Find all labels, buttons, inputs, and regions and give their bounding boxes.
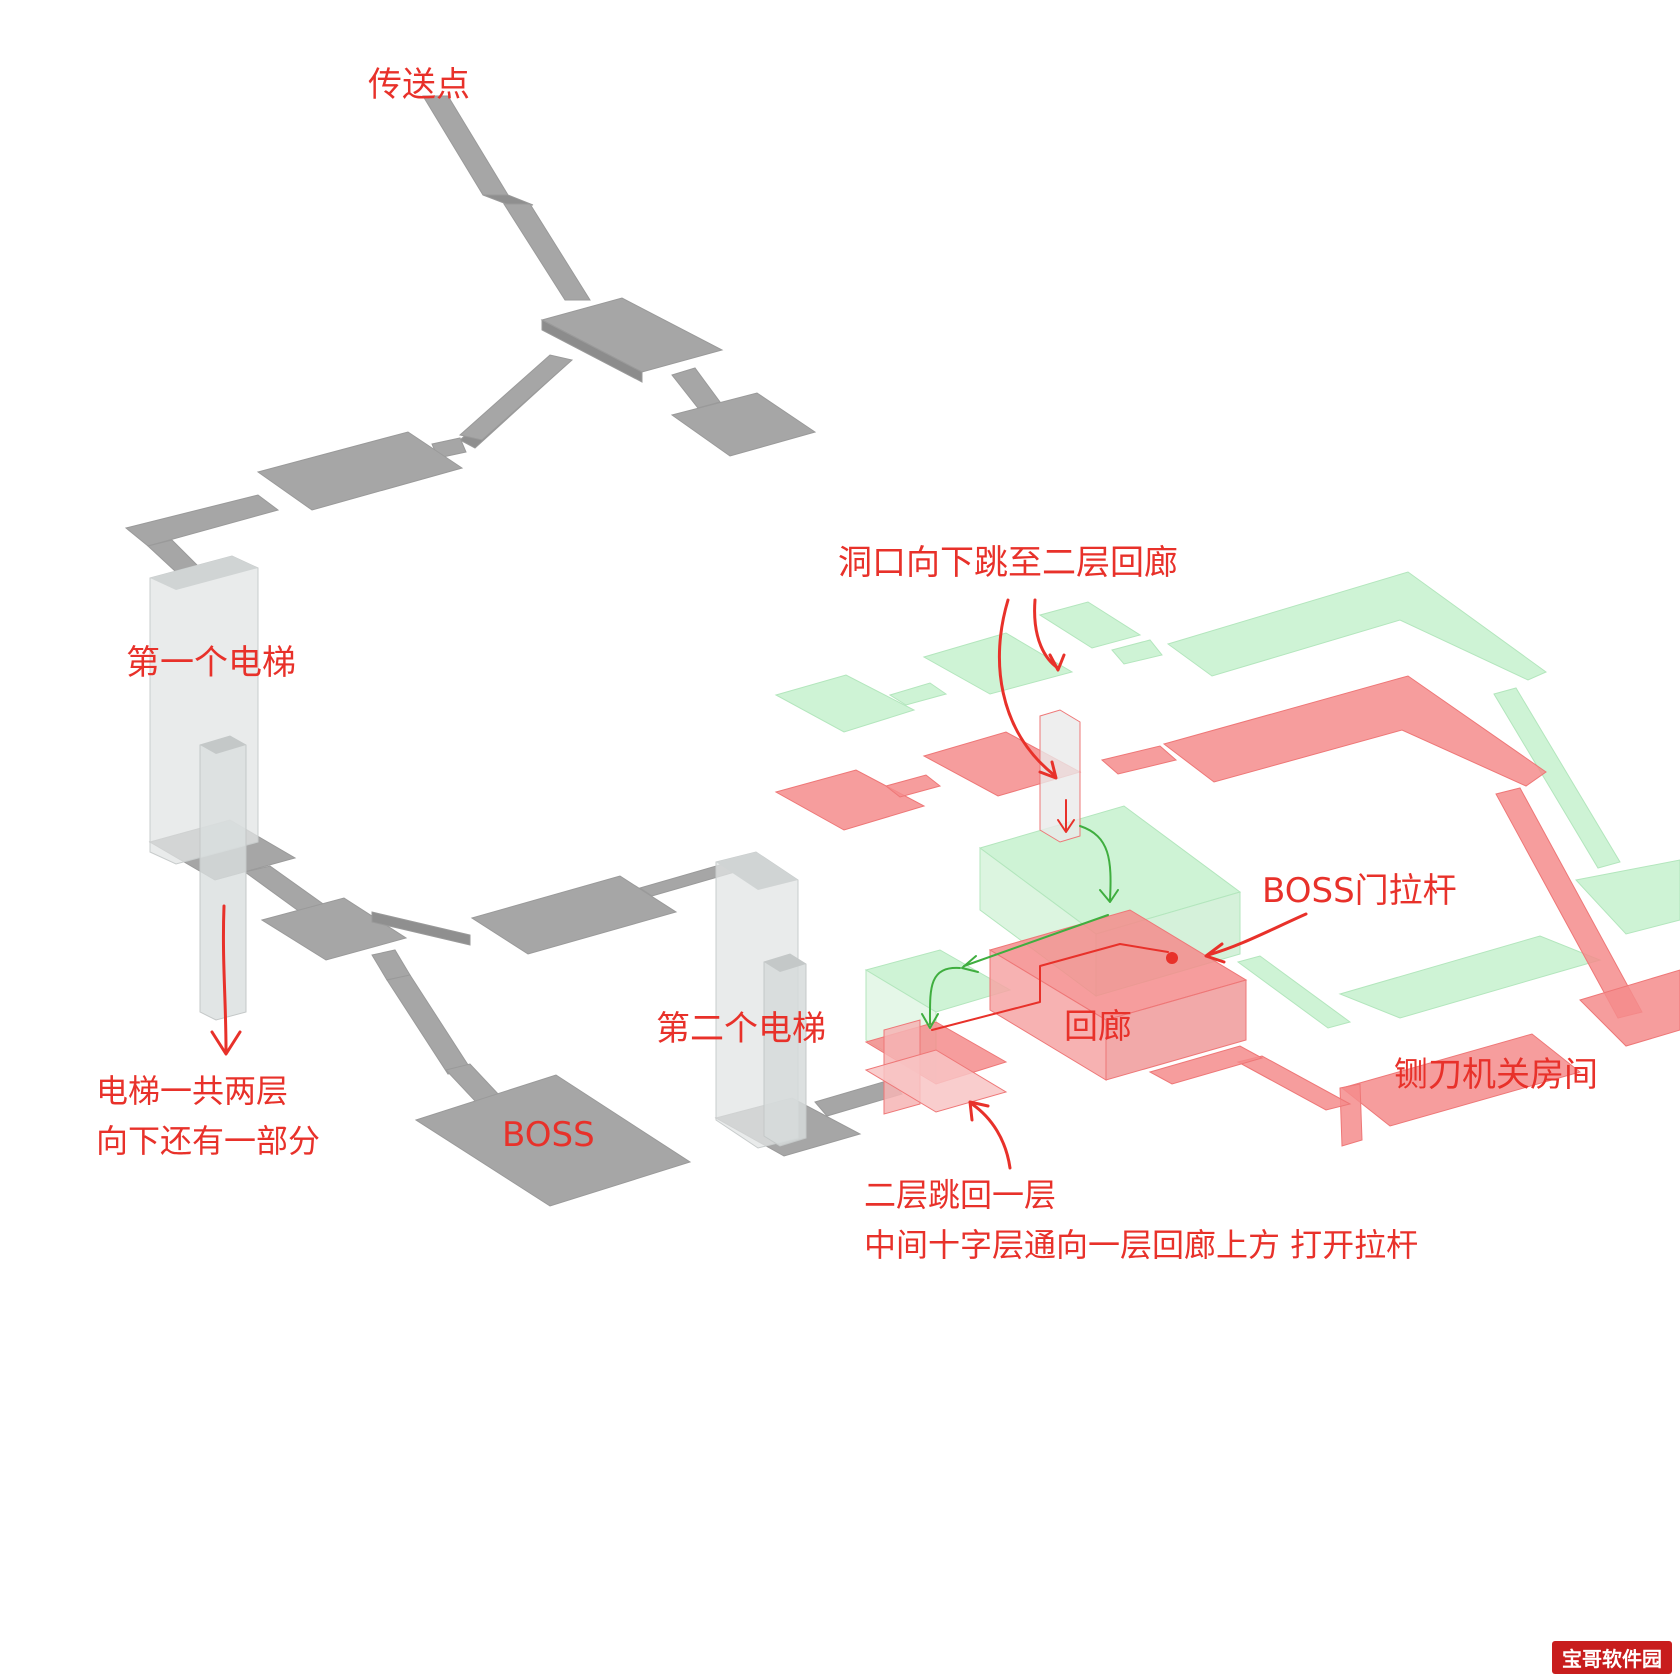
green-right-ramp: [1493, 687, 1621, 869]
jump-back-arrow-head: [968, 1100, 990, 1122]
red-shaft: [1039, 709, 1081, 843]
green-lower-strip: [1338, 935, 1602, 1019]
green-shaft-top: [1038, 601, 1142, 649]
lower-level-red: [774, 675, 1680, 1147]
elevator-one-label: 第一个电梯: [126, 643, 296, 683]
mid-room: [256, 431, 464, 511]
hole-arrow-2: [997, 598, 1056, 777]
green-left-room: [774, 674, 916, 733]
hole-arrow-2-head: [1038, 760, 1058, 780]
red-corridor-to-guillotine: [1236, 1055, 1352, 1111]
red-left-box-base: [864, 1049, 1008, 1113]
mid-right-room: [470, 875, 678, 955]
lower-junction-room: [260, 897, 408, 961]
red-left-room: [774, 769, 926, 831]
boss-path-1: [371, 949, 411, 981]
boss-path-2: [386, 974, 471, 1075]
elevator-note-line2: 向下还有一部分: [96, 1122, 321, 1160]
watermark-badge: 宝哥软件园: [1552, 1641, 1672, 1674]
upper-junction-room-edge: [541, 319, 643, 383]
elevator-note-line1: 电梯一共两层: [96, 1072, 289, 1110]
red-corridor-2: [1100, 745, 1178, 775]
guillotine-room-label: 铡刀机关房间: [1394, 1055, 1598, 1095]
red-guillotine-room: [1340, 1033, 1582, 1127]
red-right-lower: [1579, 969, 1680, 1047]
side-room: [670, 392, 817, 457]
route-arrows: [210, 598, 1308, 1170]
green-big-l: [1166, 571, 1547, 681]
green-route-2: [963, 914, 1109, 967]
corridor-label: 回廊: [1064, 1007, 1132, 1047]
green-corridor-1: [888, 682, 948, 706]
elevator-one-shaft: [149, 555, 259, 1021]
boss-room-floor: [414, 1074, 692, 1207]
red-corridor-room-side: [1105, 979, 1247, 1081]
teleport-path-step: [482, 194, 534, 206]
red-lower-connector: [1148, 1045, 1264, 1085]
small-down-arrow: [1057, 799, 1075, 833]
hole-jump-label: 洞口向下跳至二层回廊: [838, 543, 1178, 583]
boss-room-label: BOSS: [502, 1115, 595, 1155]
ramp-2: [371, 911, 471, 946]
green-route-3-head: [921, 1013, 939, 1029]
elevator-two-shaft: [715, 851, 807, 1149]
teleport-path-2: [503, 203, 591, 301]
side-corridor: [671, 367, 721, 409]
lever-arrow: [1206, 912, 1308, 957]
green-route-1: [1079, 825, 1112, 901]
red-corridor-1: [884, 774, 942, 798]
ramp-1-top: [458, 354, 574, 441]
teleport-label: 传送点: [368, 65, 470, 105]
corridor-to-elevator: [124, 494, 280, 547]
hole-arrow-1-head: [1048, 653, 1066, 672]
corridor-from-elevator: [243, 865, 328, 913]
jump-back-line1: 二层跳回一层: [864, 1176, 1057, 1214]
jump-back-arrow: [970, 1102, 1012, 1170]
green-lower-connect: [1236, 955, 1352, 1029]
green-route-3: [928, 966, 961, 1025]
elevator-down-arrow: [221, 904, 228, 1052]
teleport-path: [422, 95, 509, 196]
green-route-2-head: [961, 955, 979, 973]
jump-back-line2: 中间十字层通向一层回廊上方 打开拉杆: [864, 1226, 1419, 1264]
lever-arrow-head: [1204, 942, 1226, 964]
red-guillotine-connect: [1339, 1083, 1363, 1147]
elevator-down-arrow-head: [210, 1030, 242, 1056]
lever-marker: [1166, 952, 1178, 964]
elevator-two-label: 第二个电梯: [656, 1009, 826, 1049]
green-corridor-2: [1111, 639, 1163, 665]
red-route: [931, 943, 1169, 1031]
green-right-strip: [1575, 859, 1680, 935]
boss-lever-label: BOSS门拉杆: [1262, 871, 1457, 911]
red-big-l: [1162, 675, 1547, 787]
green-route-1-head: [1099, 889, 1119, 903]
